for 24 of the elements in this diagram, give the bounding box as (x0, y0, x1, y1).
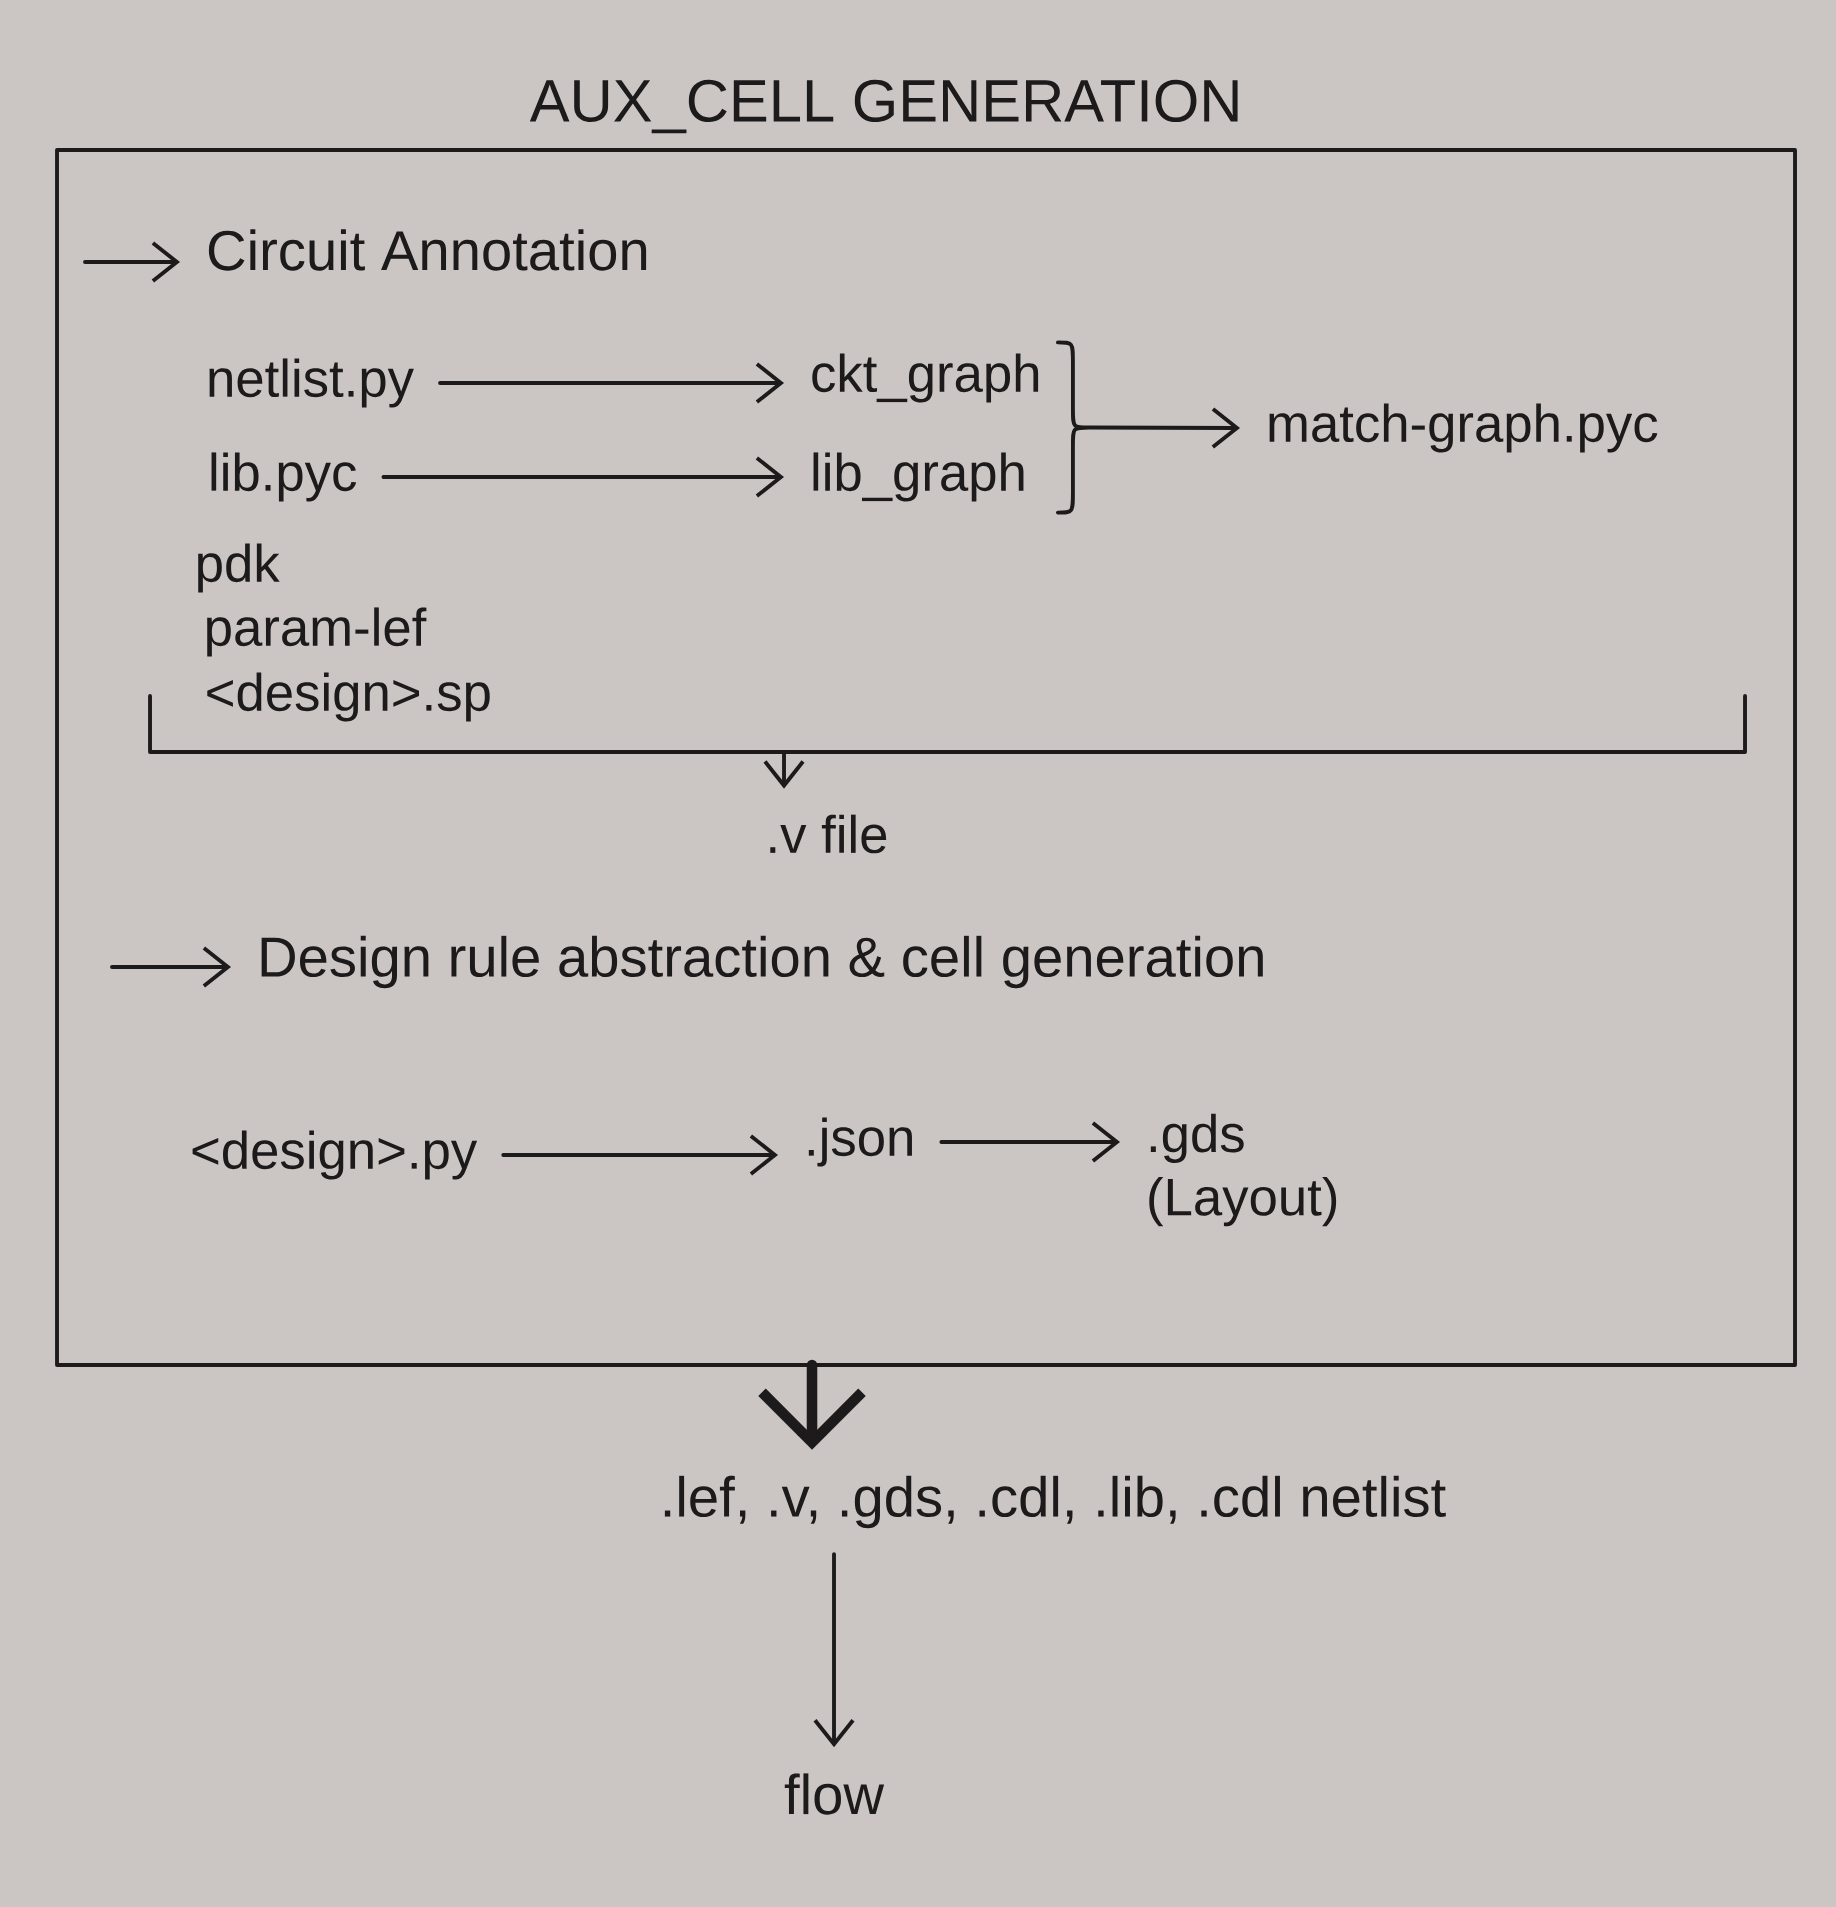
brace-arrow (1056, 340, 1241, 515)
arrow (813, 1552, 855, 1748)
file-label: pdk (198, 543, 280, 593)
file-label: netlist.py (209, 358, 414, 408)
output-list: .lef, .v, .gds, .cdl, .lib, .cdl netlist (664, 1475, 1446, 1529)
arrow (381, 456, 785, 498)
arrow (438, 362, 785, 404)
arrow (939, 1121, 1121, 1163)
file-label: <design>.py (192, 1130, 478, 1180)
section-heading: Design rule abstraction & cell generation (261, 935, 1263, 989)
arrow (501, 1134, 779, 1176)
arrow (83, 241, 180, 283)
box-title: AUX_CELL GENERATION (529, 79, 1238, 134)
file-label: .gds (Layout) (1149, 1113, 1337, 1227)
arrow (110, 946, 231, 988)
flow-label: flow (784, 1773, 885, 1815)
file-label: match-graph.pyc (1269, 403, 1658, 453)
section-heading: Circuit Annotation (208, 229, 647, 271)
file-label: lib.pyc (211, 452, 357, 502)
graph-label: lib_graph (813, 452, 1024, 502)
file-label: .json (808, 1117, 912, 1167)
file-label: <design>.sp (207, 672, 490, 722)
graph-label: ckt_graph (812, 353, 1039, 403)
file-label: .v file (770, 814, 887, 854)
